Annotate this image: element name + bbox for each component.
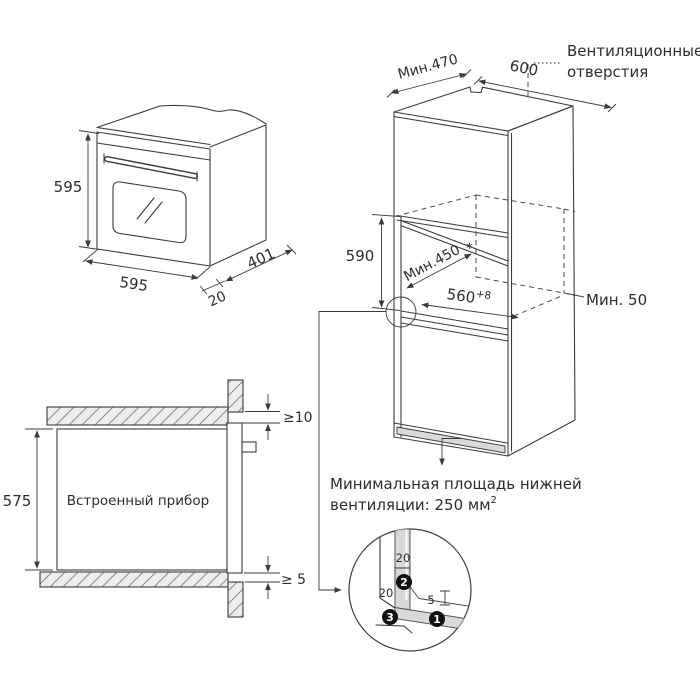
callout-3: 3 — [382, 609, 398, 625]
niche-height-label: 590 — [346, 247, 375, 265]
dim-niche-height: 590 — [346, 214, 401, 311]
oven-control-line — [96, 142, 211, 161]
bottom-vent-annotation: Минимальная площадь нижней вентиляции: 2… — [330, 438, 582, 514]
section-bottom-panel — [227, 581, 244, 618]
detail-shelf-top-edges — [409, 586, 471, 608]
callout-1: 1 — [429, 611, 445, 627]
section-top-shelf — [46, 406, 229, 426]
oven-top-back-edge — [159, 104, 267, 125]
oven-door-window — [112, 181, 187, 244]
niche-depth-note: * — [466, 241, 473, 257]
dim-oven-door: 20 — [199, 278, 229, 310]
appliance-label: Встроенный прибор — [67, 493, 209, 509]
dim-oven-height: 595 — [54, 130, 100, 250]
section-top-panel — [227, 379, 244, 413]
oven-top-strip — [96, 126, 211, 146]
wall-gap-label: Мин. 50 — [586, 291, 647, 309]
niche-interior-hidden-lines — [403, 194, 576, 317]
glass-reflection — [136, 197, 163, 224]
dim-oven-width: 595 — [82, 249, 211, 295]
oven-door-depth-label: 20 — [206, 288, 229, 310]
vent-label-line1: Вентиляционные — [567, 42, 700, 60]
gap-top-label: ≥10 — [283, 410, 313, 426]
callout-2: 2 — [396, 574, 412, 590]
appliance-body — [56, 428, 228, 571]
section-drawing: Встроенный прибор 575 ≥10 ≥ 5 — [3, 379, 313, 618]
niche-width-label: 560+8 — [446, 284, 492, 309]
niche-ceiling-band — [401, 220, 509, 267]
detail-connector — [318, 311, 386, 591]
dim-niche-depth: Мин.450 * — [401, 241, 473, 289]
oven-width-label: 595 — [118, 273, 149, 295]
detail-front-lines — [375, 535, 413, 634]
detail-shelf-recess-label: 5 — [427, 593, 434, 607]
appliance-latch — [241, 441, 257, 453]
oven-height-label: 595 — [54, 178, 83, 196]
dim-cabinet-top-width: 600 — [473, 57, 617, 113]
detail-front-offset-label: 20 — [379, 586, 394, 600]
bottom-vent-slot — [396, 426, 506, 454]
oven-side-face — [209, 124, 267, 267]
dim-gap-bottom: ≥ 5 — [244, 556, 306, 599]
dim-section-height: 575 — [3, 428, 53, 571]
cabinet-top-width-label: 600 — [508, 57, 540, 80]
section-height-label: 575 — [3, 492, 32, 510]
dim-niche-width: 560+8 — [421, 284, 519, 320]
detail-dim-panel: 20 — [394, 551, 411, 571]
detail-side-panel — [394, 529, 411, 611]
oven-drawing: 595 595 20 401 — [54, 104, 297, 310]
detail-panel-thickness-label: 20 — [396, 551, 411, 565]
section-bottom-shelf — [39, 571, 229, 588]
niche-shelf-edges — [400, 310, 509, 342]
cabinet-bottom-front-edge — [393, 422, 508, 444]
oven-top-left-edge — [96, 105, 161, 129]
dim-gap-top: ≥10 — [242, 394, 313, 440]
gap-bottom-label: ≥ 5 — [281, 572, 306, 588]
detail-dim-shelf: 5 — [427, 590, 450, 607]
vent-label-line2: отверстия — [567, 63, 648, 81]
oven-depth-label: 401 — [244, 244, 277, 272]
cabinet-top-face — [393, 86, 574, 132]
cabinet-top-strip — [393, 115, 509, 137]
svg-text:3: 3 — [386, 611, 394, 624]
bottom-vent-label-line1: Минимальная площадь нижней — [330, 475, 582, 493]
niche-top-edge — [396, 214, 509, 239]
oven-handle — [103, 153, 198, 182]
detail-reference-circle — [385, 296, 417, 328]
svg-text:2: 2 — [400, 576, 408, 589]
svg-text:1: 1 — [433, 613, 441, 626]
cabinet-front-face — [393, 111, 509, 457]
dim-oven-depth: 401 — [225, 244, 297, 282]
appliance-front-frame — [226, 422, 243, 574]
cabinet-side-face — [507, 105, 576, 457]
dim-wall-gap: Мин. 50 — [566, 291, 647, 309]
bottom-vent-label-line2: вентиляции: 250 мм2 — [330, 495, 497, 514]
cabinet-drawing: Вентиляционные отверстия Мин.470 600 590… — [318, 42, 700, 593]
detail-drawing: 20 20 5 2 3 1 — [348, 528, 472, 652]
